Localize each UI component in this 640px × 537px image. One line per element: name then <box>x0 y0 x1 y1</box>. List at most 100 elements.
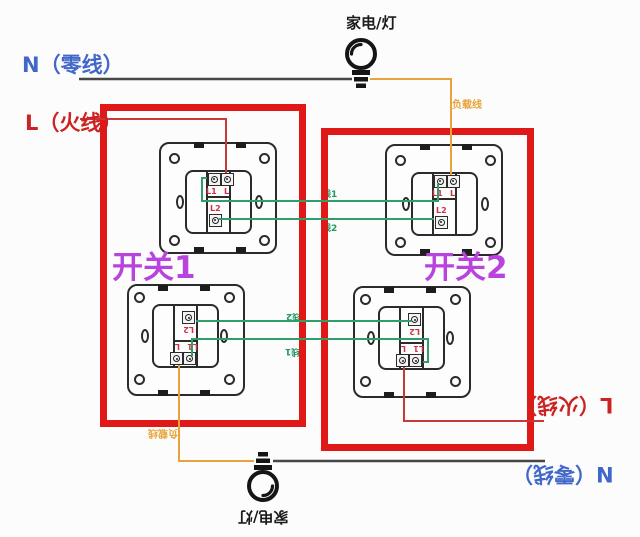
terminal-L2 <box>408 313 421 326</box>
switch2-bottom-module: L1 L L2 <box>353 286 471 398</box>
terminal-screw <box>449 177 457 185</box>
terminal-L1 <box>183 352 196 365</box>
terminal-screw <box>210 175 218 183</box>
screw-hole <box>224 374 235 385</box>
terminal-label-l1: L1 <box>187 342 198 351</box>
screw-hole <box>360 294 371 305</box>
mounting-tab <box>384 287 394 293</box>
terminal-label-l2: L2 <box>210 204 221 213</box>
plate-divider <box>422 308 424 368</box>
screw-hole <box>134 292 145 303</box>
terminal-label-l1: L1 <box>206 187 217 196</box>
switch2-label: 开关2 <box>424 250 508 286</box>
live-label-top: L（火线） <box>25 111 123 135</box>
switch1-top-module: L1 L L2 <box>159 142 277 254</box>
plate-divider <box>432 174 434 234</box>
switch1-bottom-module: L1 L L2 <box>127 284 245 396</box>
switch1-label: 开关1 <box>112 250 196 286</box>
terminal-L <box>221 173 234 186</box>
terminal-L2 <box>182 311 195 324</box>
terminal-screw <box>173 355 181 363</box>
terminal-screw <box>185 314 193 322</box>
mounting-tab <box>236 142 246 148</box>
terminal-label-l1: L1 <box>432 189 443 198</box>
plate-divider <box>206 172 208 232</box>
screw-hole <box>485 237 496 248</box>
plate-divider <box>196 306 198 366</box>
mounting-tab <box>420 144 430 150</box>
neutral-label-bottom: N（零线） <box>512 462 614 486</box>
terminal-screw <box>186 355 194 363</box>
screw-hole <box>169 235 180 246</box>
control2-label: 线2 <box>322 224 338 234</box>
side-slot <box>255 195 263 209</box>
side-slot <box>446 331 454 345</box>
side-slot <box>402 197 410 211</box>
screw-hole <box>395 155 406 166</box>
lamp-icon-top <box>345 38 377 88</box>
screw-hole <box>485 155 496 166</box>
mounting-tab <box>194 142 204 148</box>
switch2-top-module: L1 L L2 <box>385 144 503 256</box>
plate-divider <box>229 172 231 232</box>
terminal-label-l2: L2 <box>409 327 420 336</box>
plate-divider <box>207 196 230 198</box>
side-slot <box>176 195 184 209</box>
plate-divider <box>455 174 457 234</box>
load-label-bottom: 负载线 <box>148 427 178 438</box>
screw-hole <box>360 376 371 387</box>
terminal-label-l2: L2 <box>436 206 447 215</box>
mounting-tab <box>462 144 472 150</box>
terminal-L2 <box>435 216 448 229</box>
terminal-screw <box>223 175 231 183</box>
mounting-tab <box>426 287 436 293</box>
plate-divider <box>433 198 456 200</box>
screw-hole <box>169 153 180 164</box>
terminal-L <box>396 354 409 367</box>
load-label-top: 负载线 <box>452 100 482 111</box>
lamp-label-top: 家电/灯 <box>346 14 397 32</box>
terminal-L1 <box>434 175 447 188</box>
side-slot <box>367 331 375 345</box>
terminal-L <box>170 352 183 365</box>
screw-hole <box>450 376 461 387</box>
screw-hole <box>395 237 406 248</box>
terminal-screw <box>399 357 407 365</box>
neutral-label-top: N（零线） <box>22 53 124 77</box>
screw-hole <box>134 374 145 385</box>
side-slot <box>220 329 228 343</box>
terminal-screw <box>412 357 420 365</box>
screw-hole <box>259 235 270 246</box>
mounting-tab <box>194 247 204 253</box>
mounting-tab <box>200 285 210 291</box>
terminal-screw <box>437 218 445 226</box>
lamp-icon-bottom <box>247 452 279 502</box>
terminal-label-l: L <box>400 344 406 353</box>
terminal-screw <box>411 316 419 324</box>
mounting-tab <box>236 247 246 253</box>
terminal-L2 <box>209 214 222 227</box>
terminal-label-l: L <box>450 189 456 198</box>
screw-hole <box>224 292 235 303</box>
lamp-label-bottom: 家电/灯 <box>238 508 289 526</box>
terminal-label-l: L <box>224 187 230 196</box>
mounting-tab <box>158 390 168 396</box>
mounting-tab <box>462 249 472 255</box>
screw-hole <box>259 153 270 164</box>
terminal-screw <box>436 177 444 185</box>
terminal-L1 <box>409 354 422 367</box>
side-slot <box>141 329 149 343</box>
terminal-L1 <box>208 173 221 186</box>
screw-hole <box>450 294 461 305</box>
mounting-tab <box>200 390 210 396</box>
mounting-tab <box>384 392 394 398</box>
side-slot <box>481 197 489 211</box>
terminal-label-l1: L1 <box>413 344 424 353</box>
mounting-tab <box>420 249 430 255</box>
terminal-label-l: L <box>174 342 180 351</box>
terminal-L <box>447 175 460 188</box>
terminal-screw <box>211 216 219 224</box>
mounting-tab <box>426 392 436 398</box>
